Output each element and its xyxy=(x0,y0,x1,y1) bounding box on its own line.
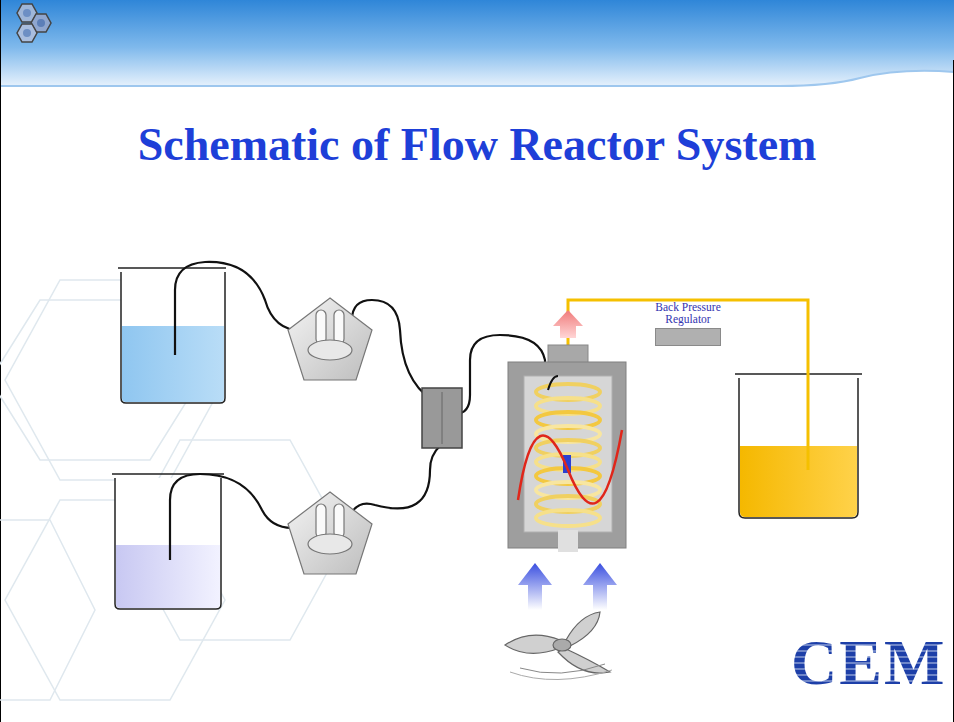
slide-title: Schematic of Flow Reactor System xyxy=(0,118,954,171)
company-logo: CEM xyxy=(791,628,946,698)
coil-winding xyxy=(536,510,600,526)
regulator-node: Back Pressure Regulator xyxy=(638,301,738,346)
regulator-box xyxy=(655,328,721,346)
regulator-label: Back Pressure Regulator xyxy=(638,301,738,325)
